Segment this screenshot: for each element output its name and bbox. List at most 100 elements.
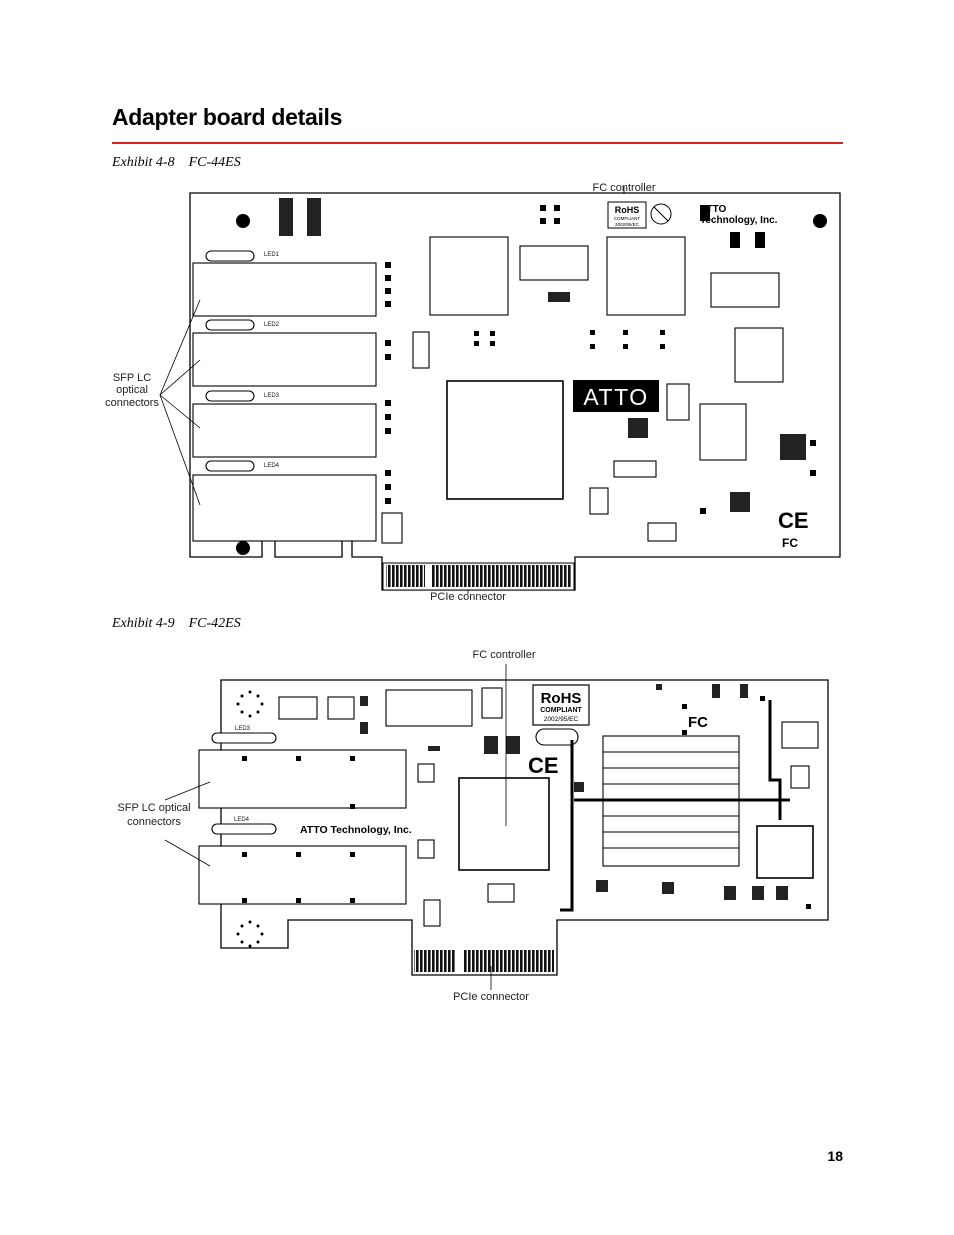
fc-controller-label: FC controller bbox=[593, 182, 656, 194]
pcie-connector bbox=[382, 562, 575, 591]
sfp-cage bbox=[198, 845, 407, 905]
ce-mark: CE bbox=[528, 753, 559, 778]
led-label: LED3 bbox=[235, 726, 251, 732]
component bbox=[417, 763, 435, 783]
led-label: LED3 bbox=[264, 393, 280, 399]
atto-logo-block bbox=[573, 380, 659, 412]
small-chip bbox=[279, 198, 293, 236]
sfp-cage bbox=[192, 262, 377, 317]
chip bbox=[734, 327, 784, 383]
small-chip bbox=[307, 198, 321, 236]
page-number: 18 bbox=[827, 1148, 843, 1164]
rohs-badge bbox=[532, 684, 590, 726]
led-light-pipe bbox=[211, 732, 277, 744]
maker-name: ATTO Technology, Inc. bbox=[300, 824, 412, 836]
sfp-label: connectors bbox=[105, 397, 159, 409]
small-chip bbox=[628, 418, 648, 438]
led-label: LED2 bbox=[264, 322, 280, 328]
component bbox=[647, 522, 677, 542]
rohs-text: RoHS bbox=[541, 690, 582, 707]
chip bbox=[327, 696, 355, 720]
crystal bbox=[613, 460, 657, 478]
rohs-compliant: COMPLIANT bbox=[614, 216, 641, 221]
rohs-badge bbox=[607, 201, 647, 229]
mounting-hole bbox=[236, 214, 250, 228]
sfp-callout-lines bbox=[159, 186, 625, 594]
mounting-hole bbox=[813, 214, 827, 228]
led-label: LED4 bbox=[264, 463, 280, 469]
exhibit-title: FC-44ES bbox=[188, 155, 241, 170]
rohs-directive: 2002/95/EC bbox=[615, 222, 640, 227]
small-chip bbox=[548, 292, 570, 302]
chip bbox=[487, 883, 515, 903]
sfp-label: optical bbox=[116, 384, 148, 396]
fcc-mark: FC bbox=[688, 714, 708, 731]
chip bbox=[699, 403, 747, 461]
crystal bbox=[535, 728, 579, 746]
chip bbox=[519, 245, 589, 281]
led-light-pipe bbox=[205, 319, 255, 331]
fc42es-board-diagram: LED3 LED4 bbox=[117, 649, 829, 1003]
chip bbox=[710, 272, 780, 308]
heading-rule bbox=[112, 142, 843, 144]
sfp-callout-lines bbox=[164, 664, 507, 990]
led-light-pipe bbox=[205, 250, 255, 262]
component bbox=[381, 512, 403, 544]
fc-controller-chip bbox=[446, 380, 564, 500]
led-label: LED1 bbox=[264, 252, 280, 258]
component bbox=[589, 487, 609, 515]
chip bbox=[756, 825, 814, 879]
component bbox=[417, 839, 435, 859]
pcie-connector bbox=[414, 950, 554, 972]
led-light-pipe bbox=[205, 390, 255, 402]
pcie-fingers-long bbox=[432, 565, 572, 587]
led-light-pipe bbox=[205, 460, 255, 472]
rohs-compliant: COMPLIANT bbox=[540, 707, 582, 714]
chip bbox=[385, 689, 473, 727]
pcie-connector-label: PCIe connector bbox=[453, 991, 529, 1003]
sfp-cage-group bbox=[192, 250, 377, 542]
sfp-cage bbox=[192, 474, 377, 542]
sfp-cage bbox=[192, 403, 377, 458]
transceiver-chip bbox=[606, 236, 686, 316]
fcc-mark: FC bbox=[782, 536, 798, 550]
small-chip bbox=[730, 492, 750, 512]
sfp-cage bbox=[192, 332, 377, 387]
maker-name: ATTO bbox=[700, 204, 727, 215]
component bbox=[666, 383, 690, 421]
sfp-label: connectors bbox=[127, 816, 181, 828]
led-label: LED4 bbox=[234, 817, 250, 823]
fc44es-board-diagram: LED1 LED2 LED3 LED4 bbox=[105, 182, 841, 603]
exhibit-caption-2: Exhibit 4-9 FC-42ES bbox=[112, 616, 241, 632]
pcie-fingers-long bbox=[464, 950, 554, 972]
ce-mark: CE bbox=[778, 508, 809, 533]
pcie-connector-label: PCIe connector bbox=[430, 591, 506, 603]
led-light-pipe bbox=[211, 823, 277, 835]
component bbox=[423, 899, 441, 927]
atto-logo: ATTO bbox=[583, 384, 648, 410]
board-traces bbox=[560, 700, 790, 912]
rohs-text: RoHS bbox=[615, 205, 640, 215]
maker-name-line2: Technology, Inc. bbox=[700, 215, 778, 226]
component bbox=[790, 765, 810, 789]
small-chip bbox=[780, 434, 806, 460]
fc-controller-chip bbox=[458, 777, 550, 871]
component bbox=[481, 687, 503, 719]
mounting-hole bbox=[236, 541, 250, 555]
chip bbox=[278, 696, 318, 720]
pcie-fingers-short bbox=[414, 950, 456, 972]
component bbox=[412, 331, 430, 369]
exhibit-number: Exhibit 4-9 bbox=[112, 616, 175, 631]
page-heading: Adapter board details bbox=[112, 104, 343, 130]
sfp-label: SFP LC bbox=[113, 372, 151, 384]
exhibit-caption-1: Exhibit 4-8 FC-44ES bbox=[112, 155, 241, 171]
sfp-cage bbox=[198, 749, 407, 809]
exhibit-number: Exhibit 4-8 bbox=[112, 155, 175, 170]
transceiver-chip bbox=[429, 236, 509, 316]
rohs-directive: 2002/95/EC bbox=[544, 716, 579, 723]
sfp-label: SFP LC optical bbox=[117, 802, 190, 814]
chip bbox=[781, 721, 819, 749]
exhibit-title: FC-42ES bbox=[188, 616, 241, 631]
pcie-fingers-short bbox=[386, 565, 425, 587]
